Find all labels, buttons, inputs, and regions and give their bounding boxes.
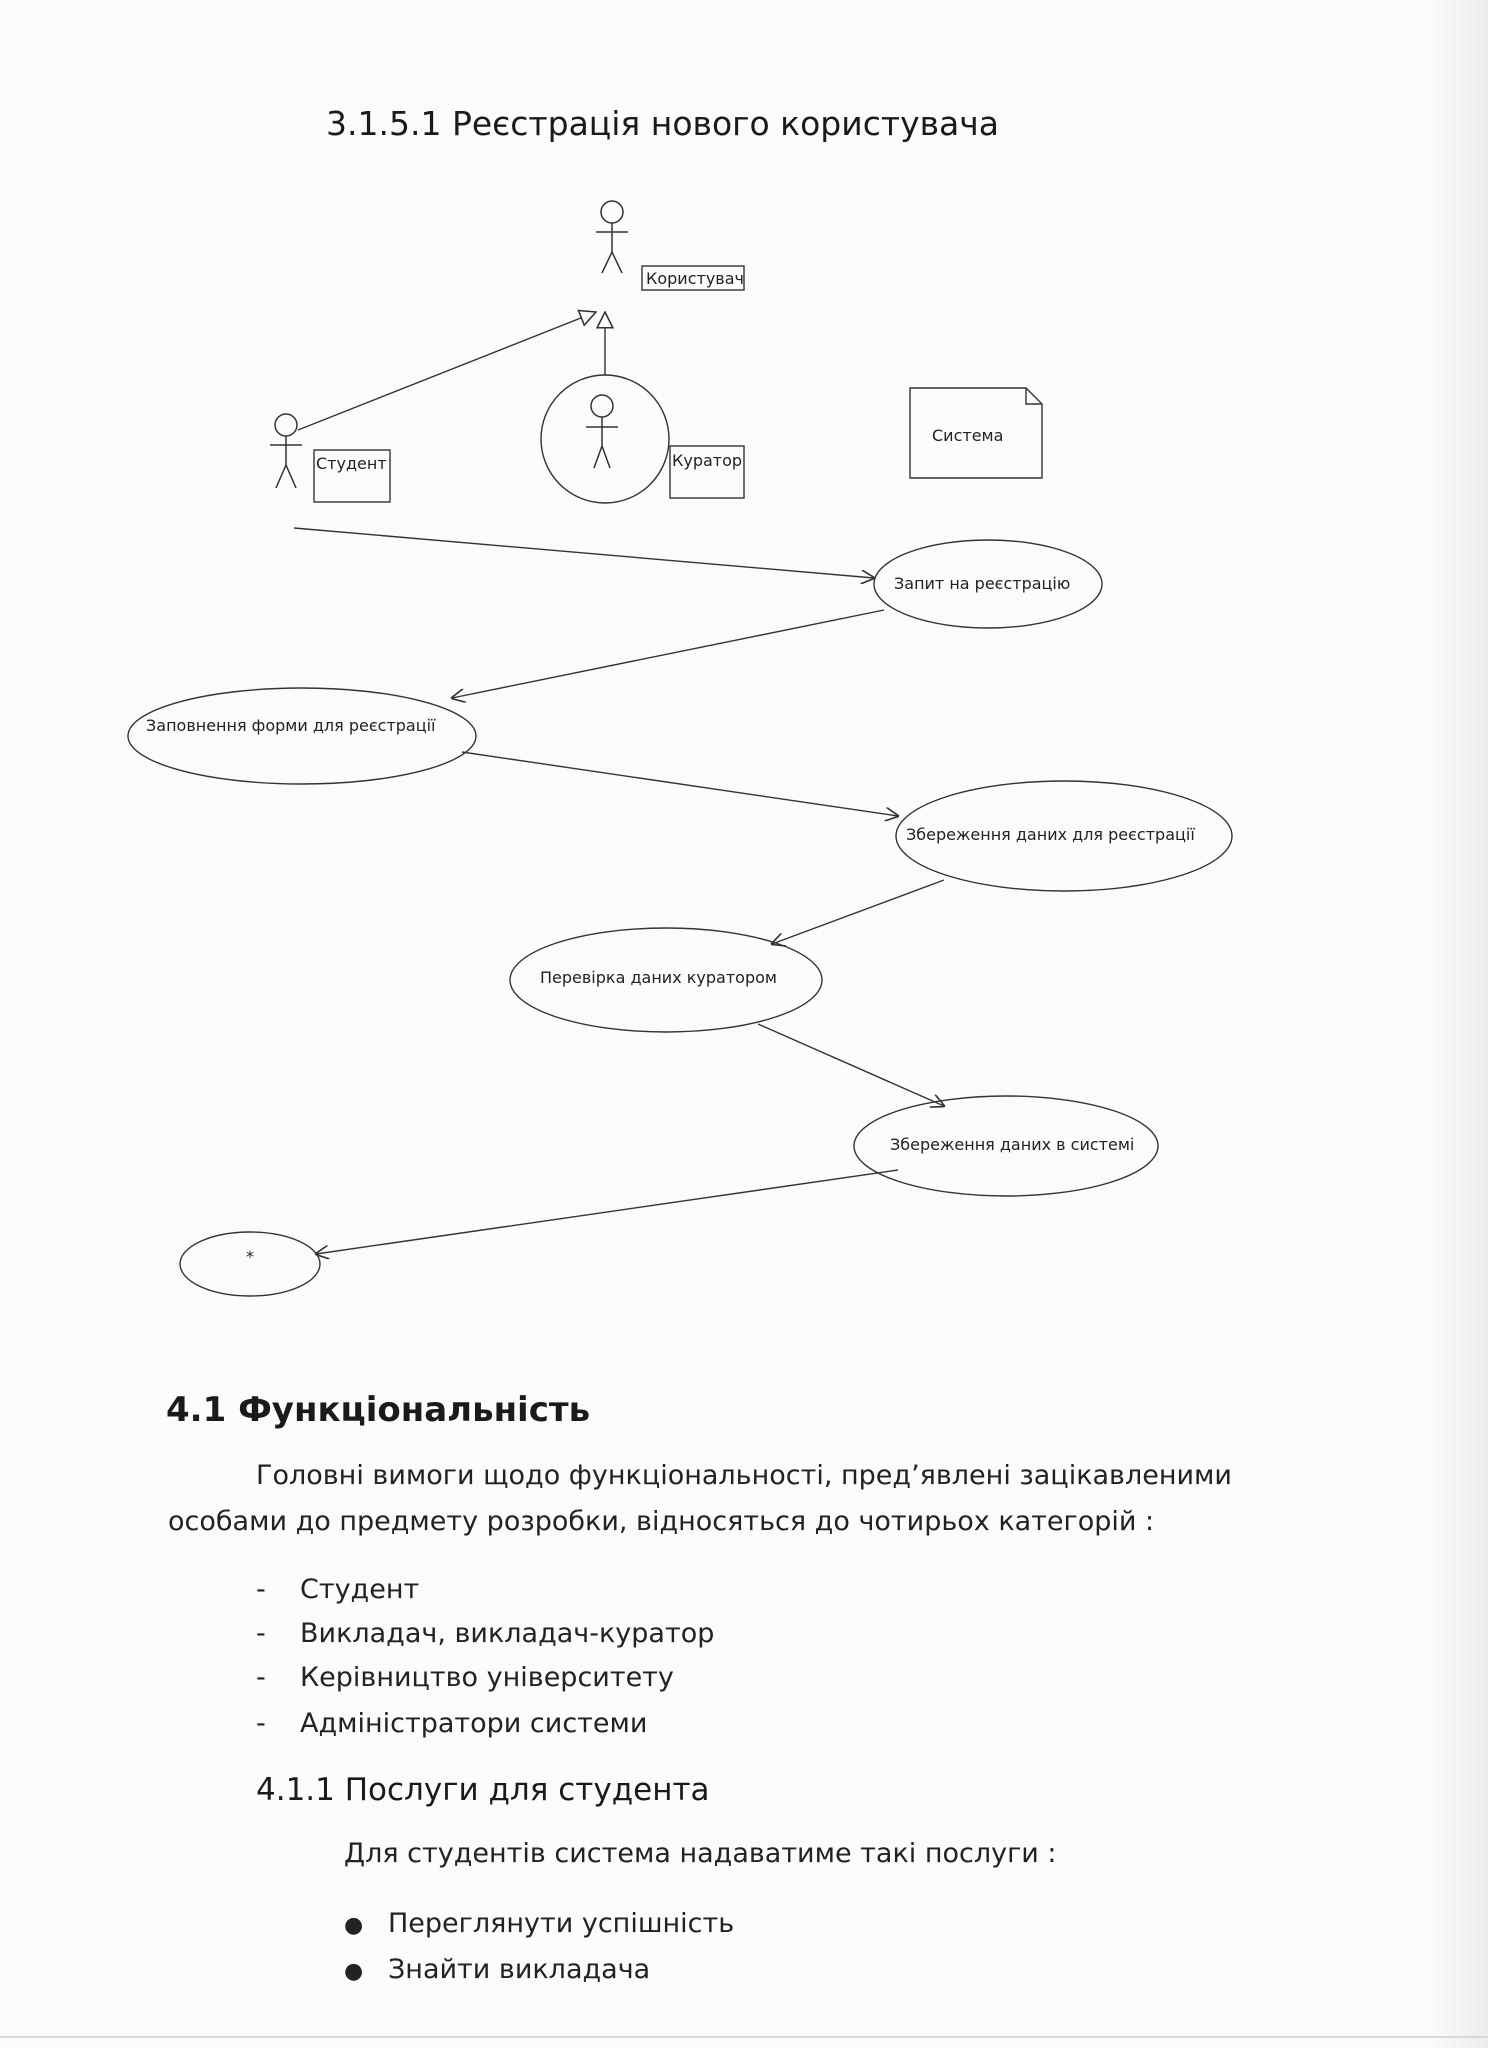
category-label: Адміністратори системи [300,1708,648,1739]
category-item: - Викладач, викладач-куратор [256,1618,714,1649]
service-label: Переглянути успішність [388,1908,735,1939]
generalization-student-user [297,312,596,431]
functionality-heading: 4.1 Функціональність [166,1390,591,1430]
category-label: Викладач, викладач-куратор [300,1618,715,1649]
flow-form-to-save [461,751,898,816]
actor-user-head [600,200,624,224]
usecase-fill-form-label: Заповнення форми для реєстрації [146,716,436,735]
use-case-section-title: 3.1.5.1 Реєстрація нового користувача [326,104,999,143]
usecase-final-label: * [246,1247,254,1266]
page-bottom-edge [0,2036,1488,2038]
actor-student-label: Студент [316,454,387,473]
flow-student-to-request [293,527,874,578]
actor-user [596,200,628,274]
student-services-intro: Для студентів система надаватиме такі по… [344,1838,1057,1869]
service-item: ● Знайти викладача [344,1954,650,1985]
student-services-heading: 4.1.1 Послуги для студента [256,1772,710,1808]
usecase-request-label: Запит на реєстрацію [894,574,1070,593]
flow-system-to-final [316,1169,899,1254]
usecase-fill-form [127,687,477,785]
use-case-diagram: Користувач Студент Куратор Система Запит… [127,200,1233,1297]
bullet-icon: ● [344,1959,364,1984]
actor-curator [586,394,618,469]
usecase-save-system [853,1095,1159,1197]
system-label: Система [932,426,1003,445]
service-label: Знайти викладача [388,1954,651,1985]
flow-save-to-check [772,879,945,944]
actor-curator-label: Куратор [672,451,742,470]
service-item: ● Переглянути успішність [344,1908,734,1939]
actor-student [270,413,302,489]
functionality-intro-line1: Головні вимоги щодо функціональності, пр… [256,1460,1232,1491]
dash-marker: - [256,1708,266,1739]
category-item: - Студент [256,1574,419,1605]
category-item: - Адміністратори системи [256,1708,647,1739]
category-label: Студент [300,1574,420,1605]
usecase-save-registration-label: Збереження даних для реєстрації [906,825,1195,844]
usecase-curator-check-label: Перевірка даних куратором [540,968,777,987]
actor-user-label-box [641,265,745,291]
actor-curator-label-box [669,445,745,499]
flow-request-to-form [452,609,885,698]
actor-user-label: Користувач [646,269,744,288]
flow-check-to-system [757,1023,944,1106]
functionality-intro-line2: особами до предмету розробки, відносятьс… [168,1506,1155,1537]
bullet-icon: ● [344,1913,364,1938]
usecase-save-registration [895,780,1233,892]
page-edge-shadow [1428,0,1488,2048]
actor-curator-boundary [540,374,670,504]
usecase-final [179,1231,321,1297]
usecase-save-system-label: Збереження даних в системі [890,1135,1134,1154]
system-note [909,387,1043,479]
usecase-curator-check [509,927,823,1033]
category-item: - Керівництво університету [256,1662,674,1693]
actor-student-label-box [313,449,391,503]
category-label: Керівництво університету [300,1662,674,1693]
dash-marker: - [256,1574,266,1605]
dash-marker: - [256,1618,266,1649]
dash-marker: - [256,1662,266,1693]
